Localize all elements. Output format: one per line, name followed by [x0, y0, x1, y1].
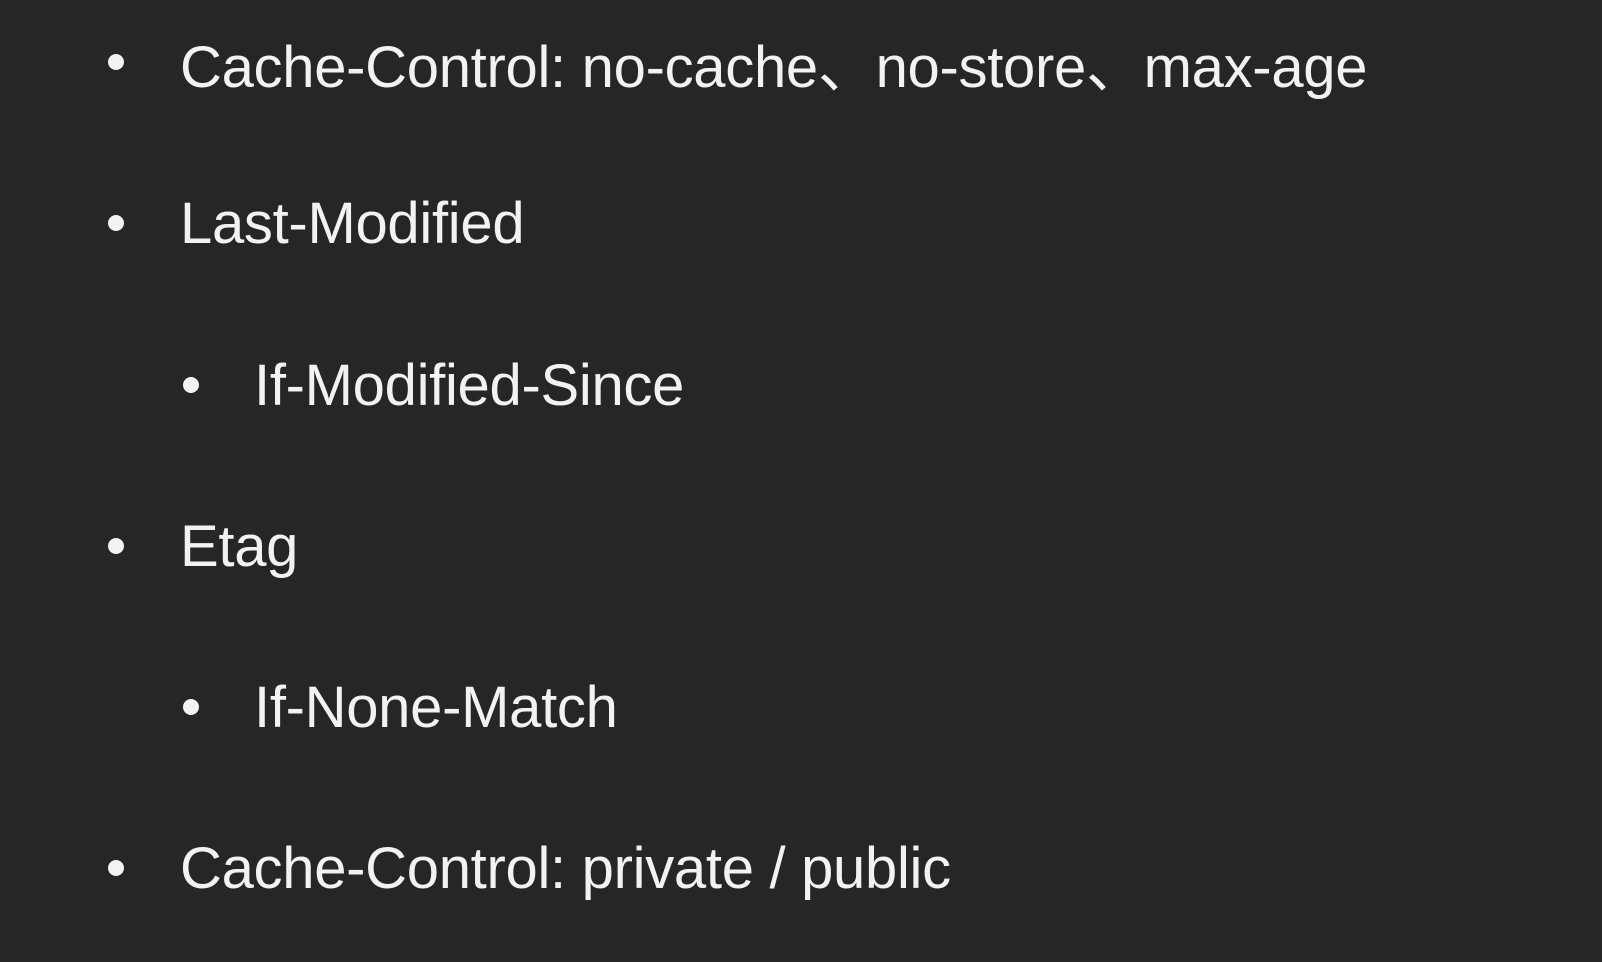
bullet-item-cache-control-visibility: Cache-Control: private / public — [108, 828, 951, 908]
bullet-item-etag: Etag — [108, 506, 298, 586]
bullet-dot-icon — [108, 860, 124, 876]
bullet-dot-icon — [108, 215, 124, 231]
bullet-dot-icon — [183, 699, 199, 715]
sub-bullet-item-if-none-match: If-None-Match — [183, 667, 618, 747]
bullet-text: Cache-Control: private / public — [180, 835, 951, 901]
bullet-text: If-None-Match — [254, 674, 618, 740]
bullet-item-last-modified: Last-Modified — [108, 183, 525, 263]
bullet-text: If-Modified-Since — [254, 352, 685, 418]
sub-bullet-item-if-modified-since: If-Modified-Since — [183, 345, 684, 425]
bullet-text: Etag — [180, 513, 299, 579]
bullet-text: Cache-Control: no-cache、no-store、max-age — [180, 35, 1368, 100]
bullet-dot-icon — [183, 377, 199, 393]
bullet-dot-icon — [108, 54, 124, 70]
bullet-text: Last-Modified — [180, 190, 525, 256]
bullet-item-cache-control-directives: Cache-Control: no-cache、no-store、max-age — [108, 22, 1368, 102]
bullet-dot-icon — [108, 538, 124, 554]
